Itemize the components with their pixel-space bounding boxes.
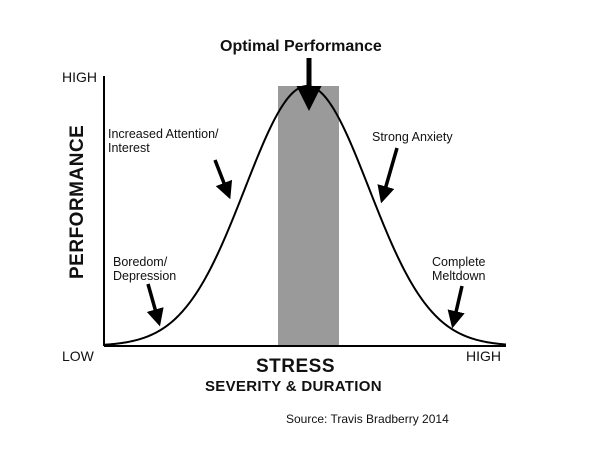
increased-attention-arrow bbox=[213, 159, 233, 200]
strong-anxiety-arrow bbox=[377, 147, 399, 204]
meltdown-label: Complete Meltdown bbox=[432, 255, 486, 284]
meltdown-line-1: Complete bbox=[432, 255, 486, 269]
boredom-label: Boredom/ Depression bbox=[113, 255, 176, 284]
increased-attention-line-2: Interest bbox=[108, 141, 150, 156]
optimal-zone-band bbox=[278, 86, 339, 346]
increased-attention-line-1: Increased Attention/ bbox=[108, 127, 219, 141]
x-axis-title: STRESS bbox=[256, 356, 336, 377]
y-axis-high-label: HIGH bbox=[62, 69, 97, 85]
boredom-line-2: Depression bbox=[113, 269, 177, 284]
meltdown-arrow bbox=[447, 285, 465, 329]
optimal-performance-title: Optimal Performance bbox=[220, 38, 382, 55]
x-axis-high-label: HIGH bbox=[466, 348, 501, 364]
boredom-line-1: Boredom/ bbox=[113, 255, 168, 269]
meltdown-line-2: Meltdown bbox=[432, 269, 486, 284]
increased-attention-label: Increased Attention/ Interest bbox=[108, 127, 219, 156]
source-caption: Source: Travis Bradberry 2014 bbox=[286, 412, 449, 426]
x-axis-subtitle: SEVERITY & DURATION bbox=[205, 378, 382, 395]
y-axis-title: PERFORMANCE bbox=[67, 124, 88, 279]
y-axis-low-label: LOW bbox=[62, 348, 94, 364]
boredom-arrow bbox=[146, 283, 164, 327]
strong-anxiety-label: Strong Anxiety bbox=[372, 130, 453, 144]
